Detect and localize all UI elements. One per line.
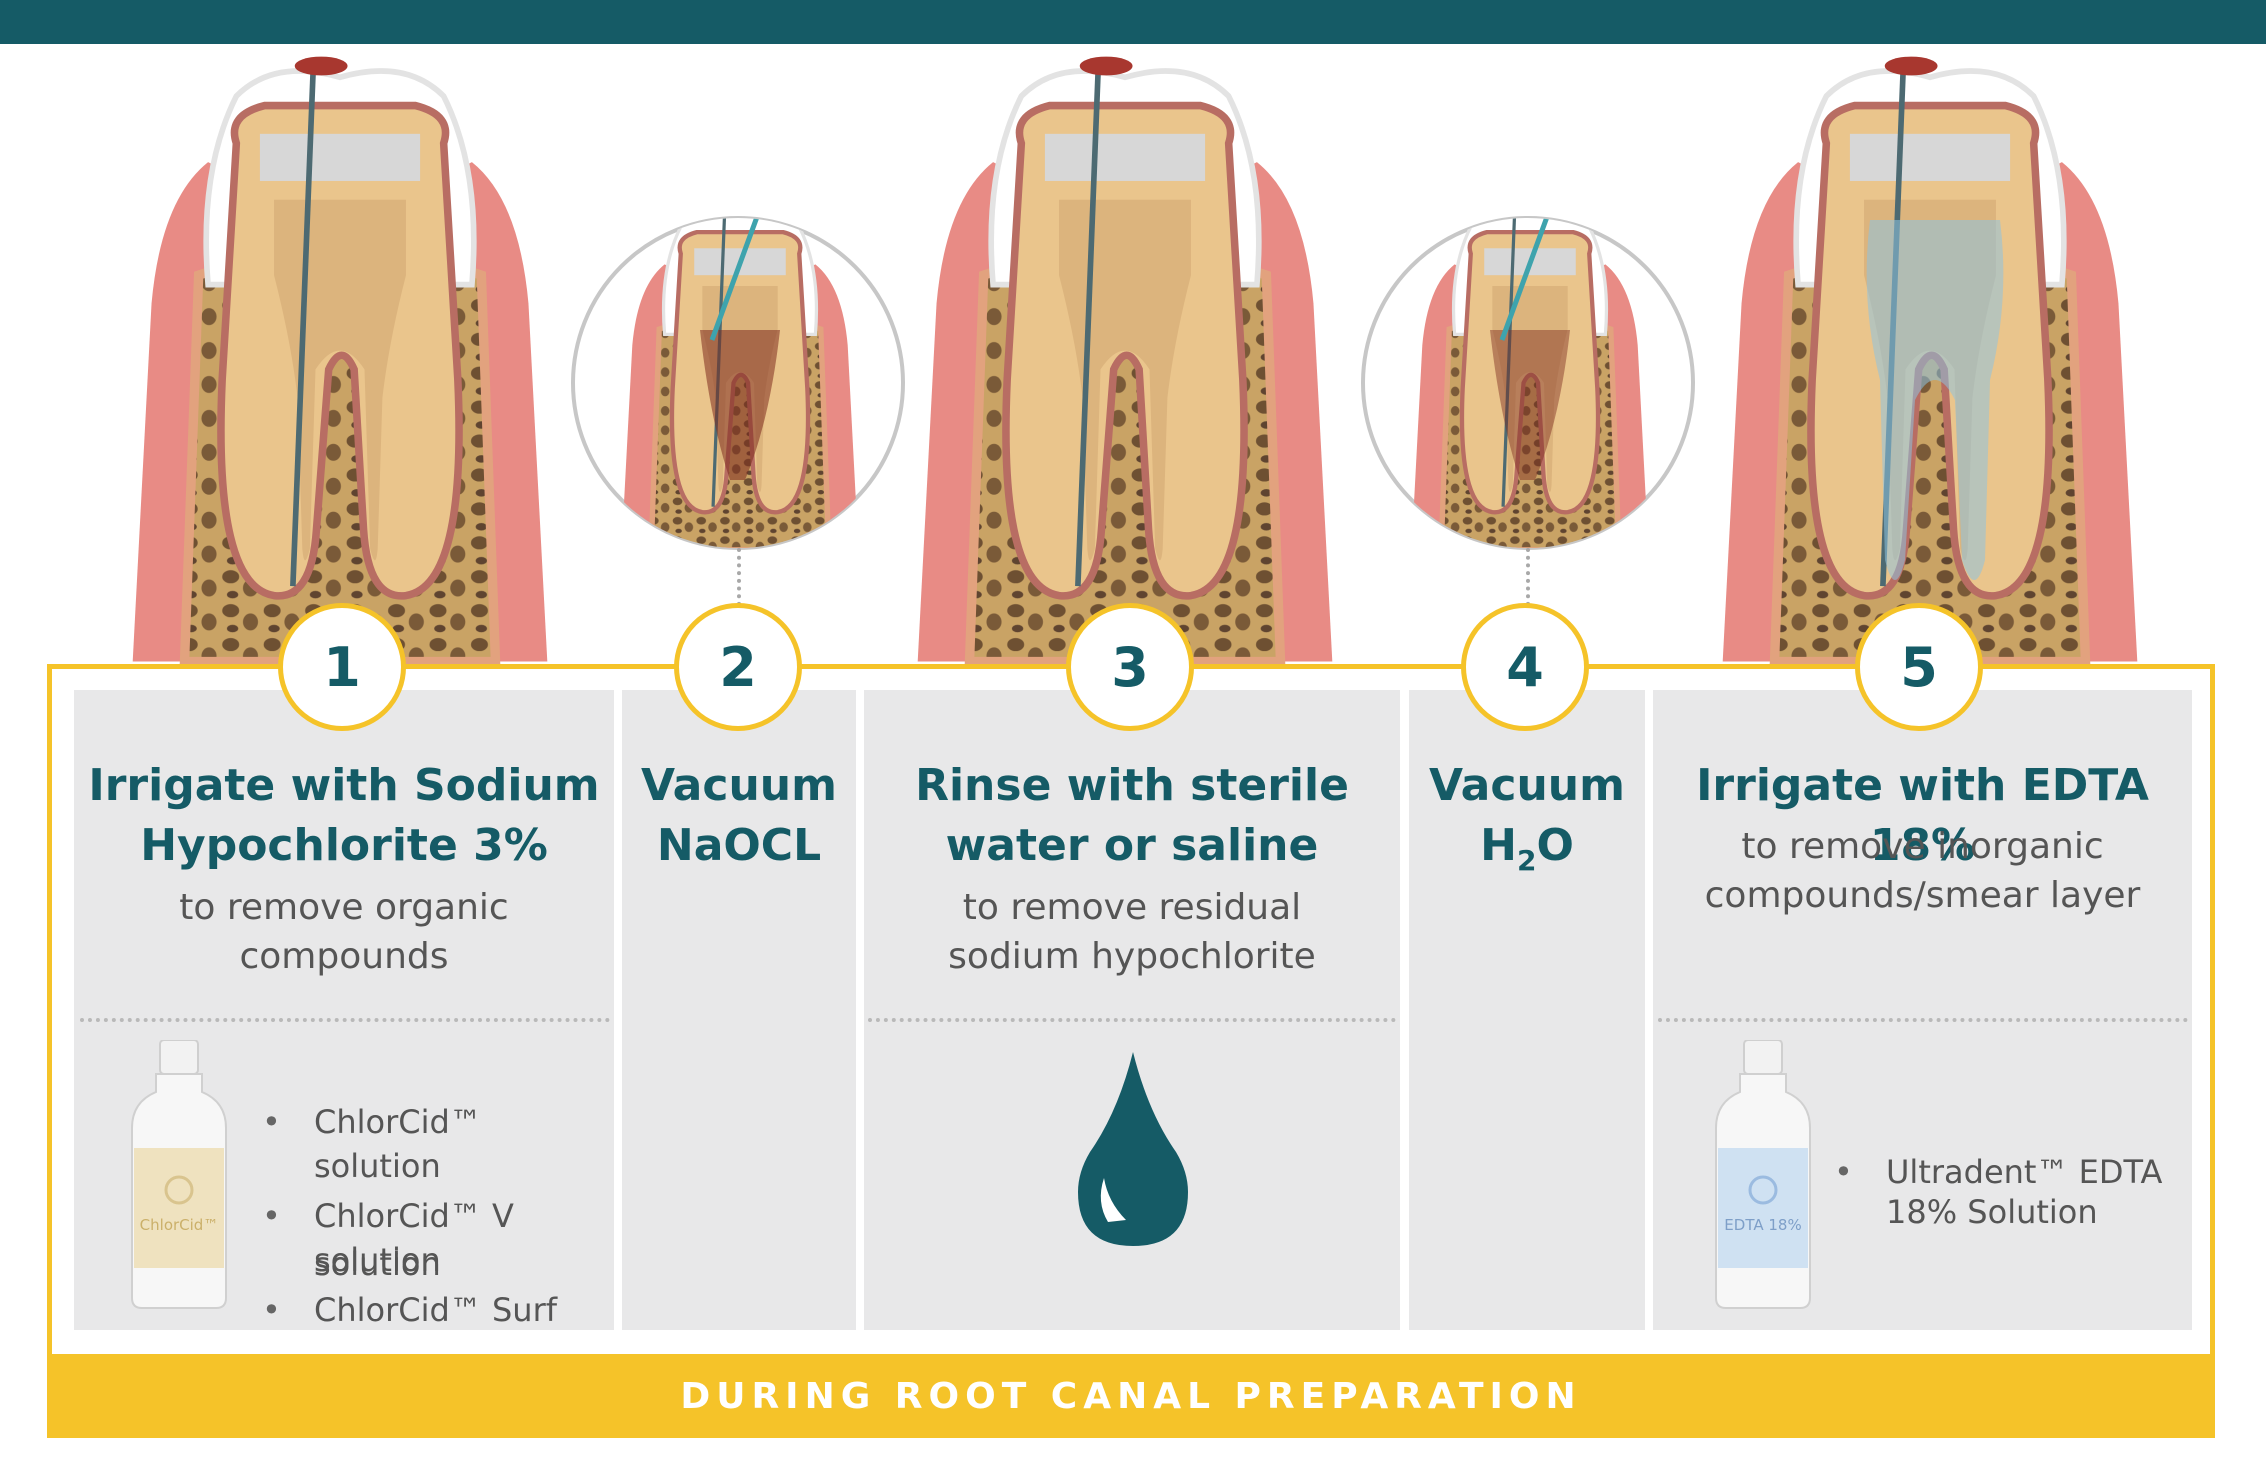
step-description: compounds/smear layer (1704, 875, 2141, 916)
step-number-badge: 2 (674, 603, 802, 731)
formula-h: H (1480, 820, 1517, 871)
step-title: Irrigate with EDTA 18% (1696, 760, 2149, 871)
bottle-label: EDTA 18% (1724, 1216, 1801, 1234)
section-divider (1658, 1018, 2188, 1022)
product-item: ChlorCid™ V solution (262, 1194, 602, 1282)
formula-o: O (1536, 820, 1574, 871)
tooth-illustration (133, 57, 548, 662)
product-item: ChlorCid™ Surf (262, 1288, 602, 1332)
step-title: Vacuum (641, 760, 837, 811)
step-description: to remove inorganic (1741, 826, 2104, 867)
inset-connector (1526, 548, 1530, 606)
product-item: ChlorCid™ solution (262, 1100, 602, 1188)
footer-label: DURING ROOT CANAL PREPARATION (680, 1375, 1582, 1417)
step-title: water or saline (945, 820, 1319, 871)
footer-banner: DURING ROOT CANAL PREPARATION (47, 1354, 2215, 1438)
edta-product-list: Ultradent™ EDTA (1834, 1150, 2174, 1194)
step-title: Hypochlorite 3% (140, 820, 548, 871)
step-title: Vacuum (1429, 760, 1625, 811)
inset-connector (737, 548, 741, 606)
step-title-formula: H2O (1409, 816, 1645, 891)
step-panel-4 (1409, 690, 1645, 1330)
step-number-badge: 3 (1066, 603, 1194, 731)
step-title: NaOCL (656, 820, 822, 871)
chlorcid-bottle-image: ChlorCid™ (131, 1040, 227, 1309)
product-item-continuation: solution (314, 1245, 441, 1283)
section-divider (868, 1018, 1396, 1022)
step-title: Rinse with sterile (915, 760, 1349, 811)
formula-subscript: 2 (1516, 843, 1537, 877)
top-banner (0, 0, 2266, 44)
step-number-badge: 4 (1461, 603, 1589, 731)
step-number-badge: 5 (1855, 603, 1983, 731)
product-item-continuation: 18% Solution (1886, 1193, 2098, 1231)
step-description: to remove residual (962, 887, 1302, 928)
water-drop-icon (1078, 1052, 1188, 1246)
edta-bottle-image: EDTA 18% (1715, 1040, 1811, 1309)
tooth-illustration (918, 57, 1333, 662)
section-divider (80, 1018, 610, 1022)
product-item: Ultradent™ EDTA (1834, 1150, 2174, 1194)
illustration-layer (0, 0, 2266, 700)
chlorcid-product-list: ChlorCid™ solution ChlorCid™ V solution … (262, 1100, 602, 1332)
bottle-label: ChlorCid™ (140, 1216, 219, 1234)
step-panel-2 (622, 690, 856, 1330)
step-description: to remove organic compounds (179, 887, 509, 977)
step-title: Irrigate with Sodium (88, 760, 600, 811)
step-number-badge: 1 (278, 603, 406, 731)
step-description: sodium hypochlorite (948, 936, 1316, 977)
